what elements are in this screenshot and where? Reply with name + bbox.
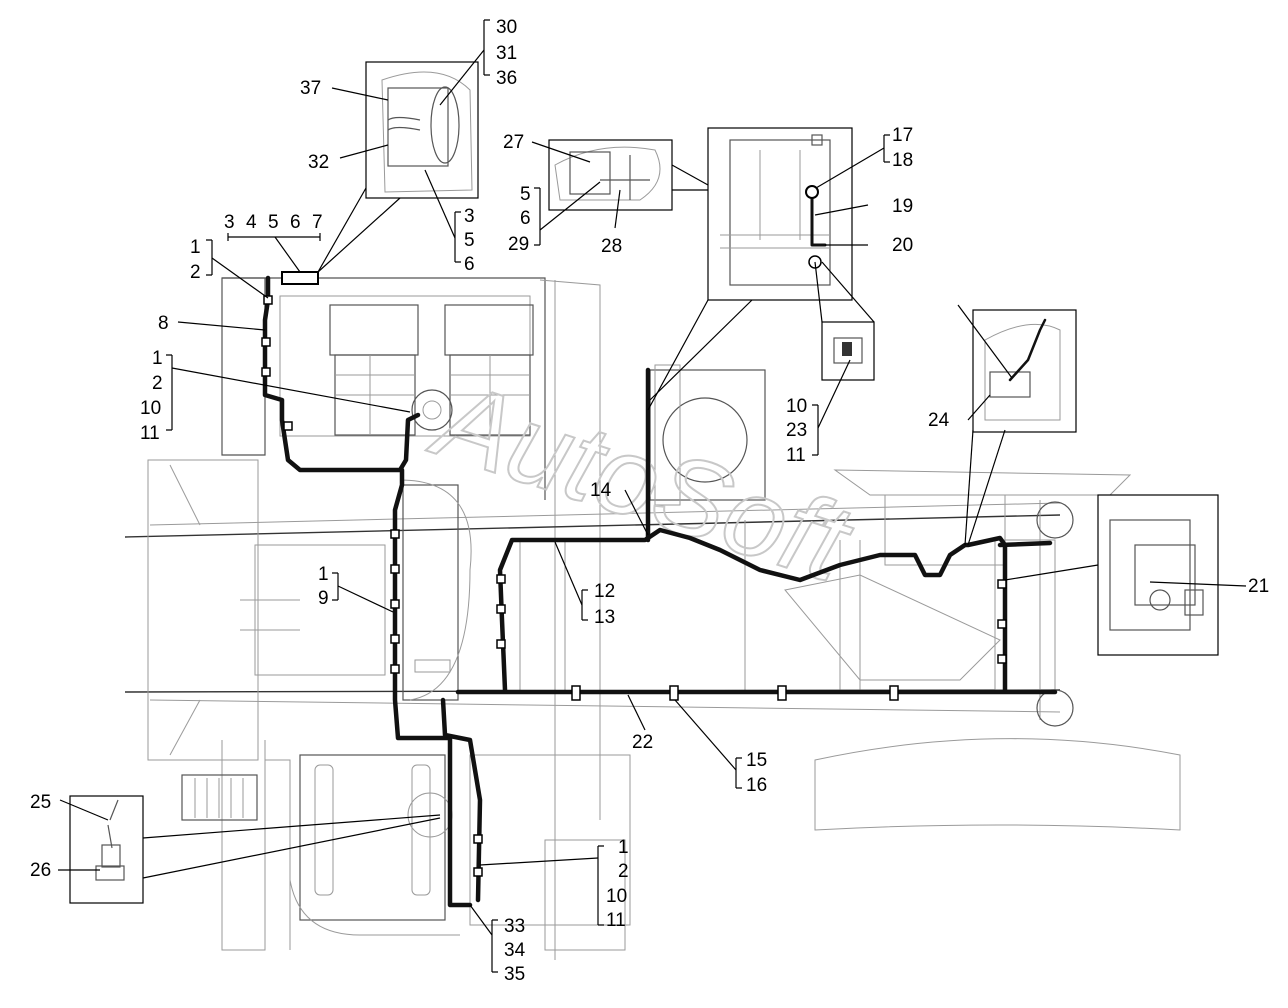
callout-top-component <box>317 61 479 273</box>
label-26: 26 <box>30 860 51 881</box>
label-5-left: 5 <box>520 184 531 205</box>
label-16: 16 <box>746 775 767 796</box>
label-20: 20 <box>892 235 913 256</box>
label-11-bottom: 11 <box>606 910 626 931</box>
watermark: AutoSoft <box>418 356 867 607</box>
label-13: 13 <box>594 607 615 628</box>
label-scale-4: 4 <box>246 212 257 233</box>
part-labels: 30 31 36 37 32 3 4 5 6 7 3 5 6 1 2 8 1 2… <box>30 17 1269 985</box>
label-22: 22 <box>632 732 653 753</box>
callout-connector-24 <box>957 304 1077 546</box>
label-32: 32 <box>308 152 329 173</box>
callout-connector-21 <box>1004 494 1219 656</box>
label-8: 8 <box>158 313 169 334</box>
label-6-right: 6 <box>464 254 475 275</box>
label-1-frame: 1 <box>318 564 329 585</box>
label-33: 33 <box>504 916 525 937</box>
callout-sensor-25-26 <box>69 795 441 904</box>
label-34: 34 <box>504 940 526 961</box>
label-6-left: 6 <box>520 208 531 229</box>
label-1-mid: 1 <box>152 348 163 369</box>
label-23: 23 <box>786 420 807 441</box>
label-2-top: 2 <box>190 262 201 283</box>
label-14: 14 <box>590 480 612 501</box>
label-1-top: 1 <box>190 237 201 258</box>
component-block <box>281 271 319 285</box>
label-scale-3: 3 <box>224 212 235 233</box>
label-27: 27 <box>503 132 524 153</box>
label-18: 18 <box>892 150 913 171</box>
label-12: 12 <box>594 581 615 602</box>
callout-connector-23 <box>814 261 875 381</box>
label-10-right: 10 <box>786 396 807 417</box>
label-3-right: 3 <box>464 206 475 227</box>
leader-lines <box>58 19 1247 973</box>
label-24: 24 <box>928 410 950 431</box>
label-5-right: 5 <box>464 230 475 251</box>
label-1-bottom: 1 <box>618 837 629 858</box>
label-scale-6: 6 <box>290 212 301 233</box>
label-21: 21 <box>1248 576 1269 597</box>
label-15: 15 <box>746 750 767 771</box>
harness-clips <box>261 295 1007 877</box>
label-30: 30 <box>496 17 517 38</box>
callout-bracket-17-20 <box>647 127 853 411</box>
label-2-mid: 2 <box>152 373 163 394</box>
label-17: 17 <box>892 125 913 146</box>
label-37: 37 <box>300 78 321 99</box>
label-scale-5: 5 <box>268 212 279 233</box>
label-36: 36 <box>496 68 517 89</box>
label-29: 29 <box>508 234 529 255</box>
label-35: 35 <box>504 964 525 985</box>
label-31: 31 <box>496 43 517 64</box>
label-25: 25 <box>30 792 51 813</box>
label-11-mid: 11 <box>140 423 160 444</box>
label-9: 9 <box>318 588 329 609</box>
label-19: 19 <box>892 196 913 217</box>
label-10-mid: 10 <box>140 398 161 419</box>
callout-connector-27-28 <box>548 139 805 211</box>
label-10-bottom: 10 <box>606 886 627 907</box>
main-harness <box>262 275 1058 908</box>
label-11-right: 11 <box>786 445 806 466</box>
label-2-bottom: 2 <box>618 861 629 882</box>
label-scale-7: 7 <box>312 212 323 233</box>
label-28: 28 <box>601 236 622 257</box>
